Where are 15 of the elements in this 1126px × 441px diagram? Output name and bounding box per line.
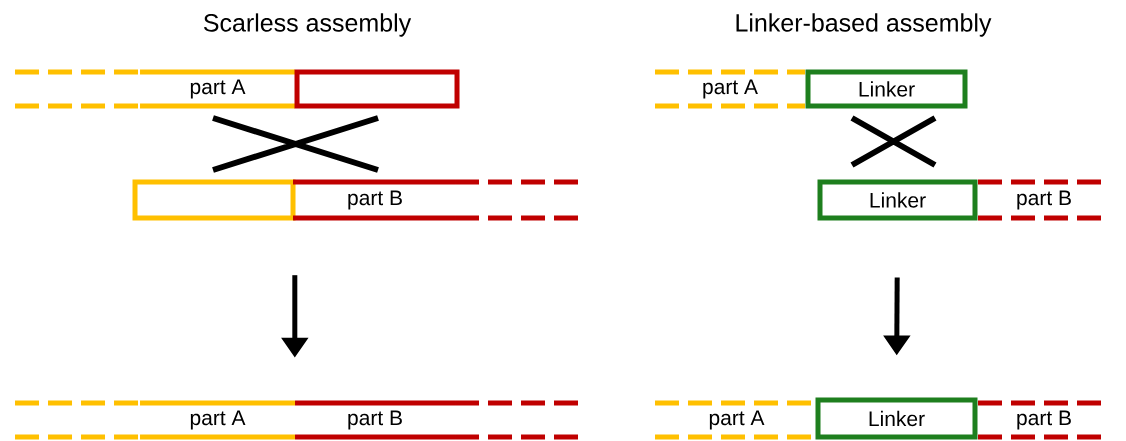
dna-segment: part A (655, 400, 818, 440)
dna-segment: part B (978, 400, 1110, 440)
dna-segment: part A (655, 69, 805, 109)
dna-segment: part A (15, 69, 295, 109)
dna-segment: part B (293, 179, 578, 221)
dna-segment: part A (15, 400, 295, 440)
dna-box: Linker (817, 179, 978, 221)
dna-box (132, 179, 296, 221)
dna-box: Linker (805, 69, 968, 109)
dna-segment: part B (295, 400, 578, 440)
dna-box (294, 69, 460, 109)
dna-segment: part B (978, 179, 1110, 221)
dna-box: Linker (815, 397, 978, 440)
panel-heading: Linker-based assembly (736, 13, 992, 37)
panel-heading: Scarless assembly (203, 13, 412, 37)
